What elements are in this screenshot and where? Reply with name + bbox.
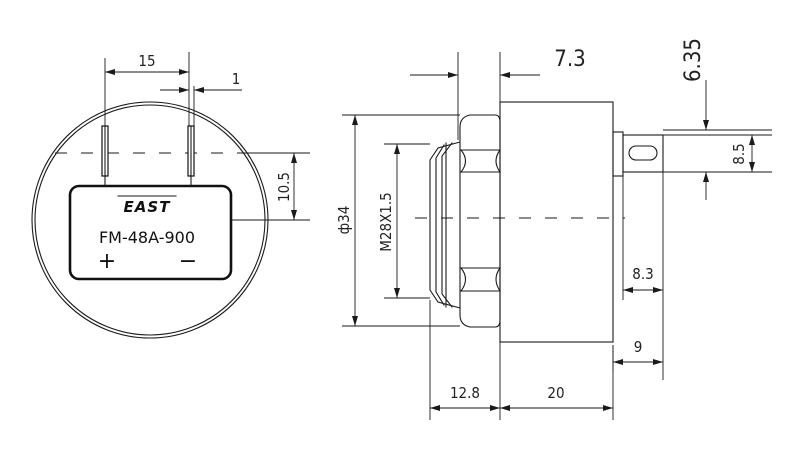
svg-text:20: 20 (547, 384, 564, 402)
plus-sign: + (98, 249, 116, 274)
dim-pin-spacing: 15 (104, 52, 190, 126)
svg-text:8.5: 8.5 (730, 143, 748, 164)
dim-hex-and-body: 12.8 20 (429, 300, 614, 420)
svg-text:8.3: 8.3 (632, 265, 653, 283)
dim-terminal-length: 8.3 9 (612, 172, 664, 380)
front-view: EAST FM-48A-900 + − 15 1 (31, 52, 310, 339)
terminal-pin-left (101, 125, 109, 187)
buzzer-label-box (68, 184, 233, 281)
model-number: FM-48A-900 (99, 228, 195, 247)
svg-text:1: 1 (232, 70, 241, 88)
dim-pin-height: 10.5 (232, 152, 310, 221)
hex-nut (459, 114, 501, 328)
brand-logo: EAST (124, 198, 172, 216)
svg-text:15: 15 (138, 52, 155, 70)
dim-terminal-width: 6.35 (663, 38, 772, 200)
svg-text:10.5: 10.5 (275, 172, 293, 202)
svg-text:12.8: 12.8 (450, 384, 480, 402)
dim-terminal-offset: 8.5 (663, 134, 772, 173)
dim-diameter: ф34 (335, 114, 460, 327)
svg-text:ф34: ф34 (335, 206, 353, 235)
thread-section (429, 141, 461, 309)
terminal-pin-right (187, 125, 195, 187)
dim-thread-length: 7.3 (410, 47, 586, 140)
svg-text:6.35: 6.35 (681, 38, 706, 82)
side-view: ф34 M28X1.5 7.3 (335, 38, 772, 420)
svg-text:M28X1.5: M28X1.5 (377, 192, 395, 252)
buzzer-body (499, 101, 614, 343)
svg-text:7.3: 7.3 (554, 47, 585, 72)
terminal-tab (612, 131, 664, 177)
dim-pin-width: 1 (160, 70, 242, 126)
dim-thread: M28X1.5 (377, 143, 430, 299)
minus-sign: − (179, 249, 197, 274)
svg-text:9: 9 (634, 338, 643, 356)
